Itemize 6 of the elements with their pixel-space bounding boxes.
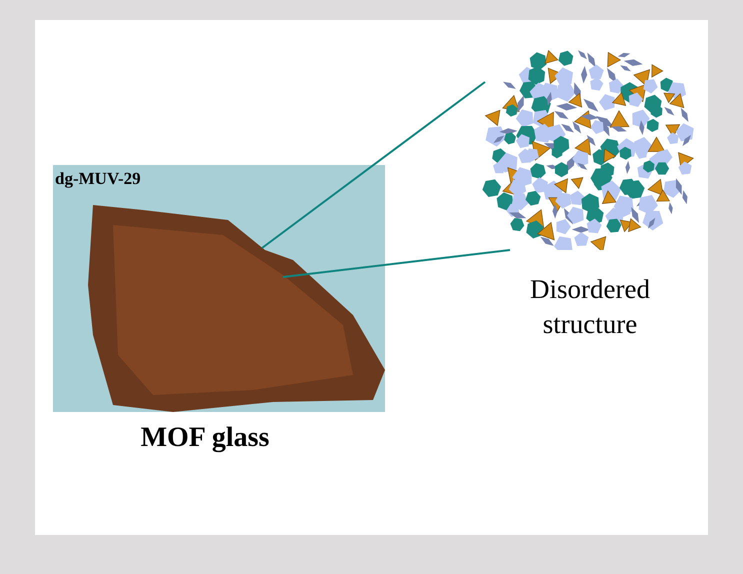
node-label: MOF glass: [140, 421, 270, 455]
sample-label: dg-MUV-29: [55, 169, 141, 189]
glass-photo: [53, 165, 385, 412]
zoom-line: [261, 81, 486, 249]
zoom-line: [282, 249, 510, 278]
node-label: Disordered structure: [529, 273, 651, 342]
